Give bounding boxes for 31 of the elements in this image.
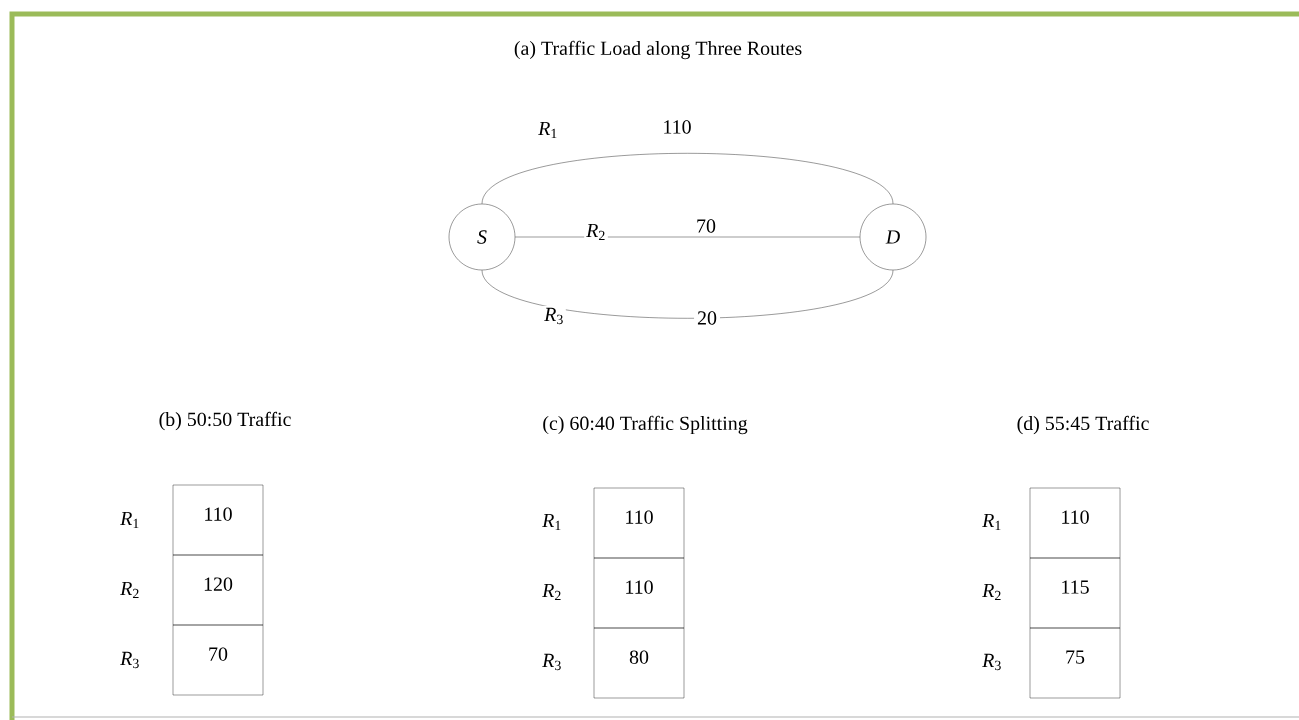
edge-label: 110 [659,117,695,137]
edge-label: 20 [694,308,720,328]
row-label: R$_{2}$ [542,583,561,601]
row-label: R$_{1}$ [542,513,561,531]
table-cell: 110 [593,487,685,559]
row-label: R$_{1}$ [120,511,139,529]
table-cell: 110 [1029,487,1121,559]
table-cell: 110 [593,557,685,629]
row-label: R$_{1}$ [982,513,1001,531]
route-label: R$_{3}$ [542,305,566,327]
edge-label: 70 [693,216,719,236]
panel-heading: (d) 55:45 Traffic [1017,415,1149,435]
route-label: R$_{2}$ [584,221,608,243]
row-label: R$_{3}$ [120,651,139,669]
table-cell: 110 [172,484,264,556]
table-cell: 70 [172,624,264,696]
row-label: R$_{2}$ [120,581,139,599]
title: (a) Traffic Load along Three Routes [514,40,802,60]
row-label: R$_{2}$ [982,583,1001,601]
route-line [481,153,894,204]
row-label: R$_{3}$ [982,653,1001,671]
table-cell: 80 [593,627,685,699]
panel-heading: (c) 60:40 Traffic Splitting [543,415,748,435]
row-label: R$_{3}$ [542,653,561,671]
route-line [515,236,860,238]
table-cell: 120 [172,554,264,626]
table-cell: 115 [1029,557,1121,629]
panel-heading: (b) 50:50 Traffic [159,411,291,431]
table-cell: 75 [1029,627,1121,699]
route-line [481,270,894,319]
route-label: R$_{1}$ [536,119,560,141]
